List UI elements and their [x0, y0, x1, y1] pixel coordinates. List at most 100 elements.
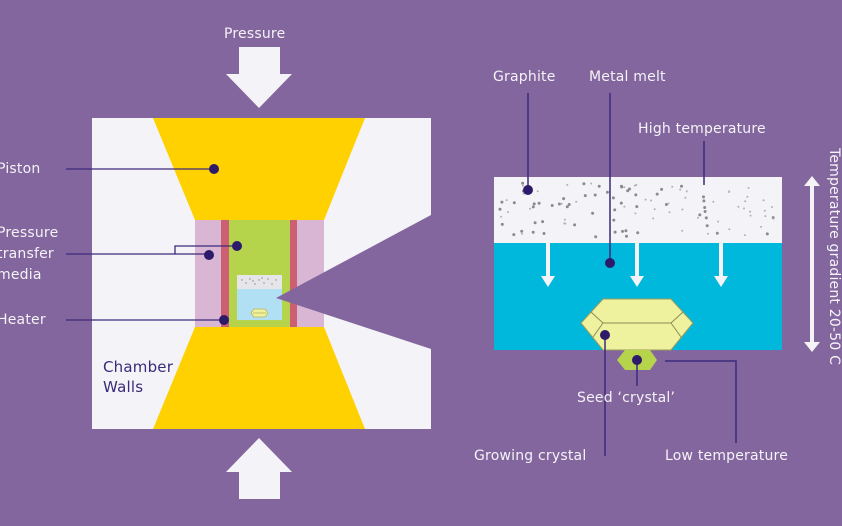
graphite-particle [746, 195, 749, 198]
graphite-particle [612, 218, 616, 222]
piston-dot [209, 164, 219, 174]
high-temperature-label: High temperature [638, 121, 766, 137]
graphite-particle [575, 200, 578, 203]
graphite-particle [684, 196, 687, 199]
zoom-wedge [276, 215, 431, 349]
graphite-particle [621, 229, 624, 233]
graphite-particle [626, 189, 630, 193]
graphite-particle [537, 201, 541, 205]
graphite-particle [507, 211, 509, 214]
graphite-particle [747, 186, 750, 189]
pressure-label: Pressure [224, 26, 286, 42]
graphite-particle [650, 199, 652, 202]
graphite-particle [728, 228, 731, 231]
graphite-particle [717, 220, 720, 223]
growing-crystal-dot [600, 330, 610, 340]
graphite-particle [762, 199, 765, 202]
graphite-particle [550, 204, 554, 207]
graphite-particle [557, 202, 561, 206]
chamber-walls-label-line1: Chamber [103, 358, 174, 376]
graphite-particle [698, 213, 702, 217]
graphite-particle [764, 215, 767, 218]
graphite-particle [521, 184, 524, 187]
graphite-particle [655, 192, 659, 196]
graphite-particle [505, 199, 508, 202]
graphite-particle [573, 223, 577, 227]
graphite-particle [743, 207, 745, 210]
graphite-particle [644, 198, 647, 201]
media-dot-core [232, 241, 242, 251]
graphite-particle [623, 205, 626, 208]
graphite-particle [500, 215, 502, 218]
heater-label: Heater [0, 312, 46, 328]
graphite-particle [521, 232, 523, 235]
graphite-particle [611, 196, 615, 200]
piston-label: Piston [0, 161, 41, 177]
metal-melt-label: Metal melt [589, 69, 666, 85]
graphite-particle [667, 202, 670, 205]
graphite-particle [702, 199, 706, 203]
graphite-particle [760, 225, 763, 228]
graphite-particle [633, 184, 636, 187]
graphite-particle [715, 231, 719, 235]
double-arrow-vertical-icon [804, 176, 820, 352]
graphite-particle [653, 208, 656, 211]
graphite-particle [664, 203, 668, 206]
graphite-particle [531, 230, 535, 234]
graphite-particle [635, 205, 639, 209]
graphite-particle [744, 200, 747, 203]
graphite-particle [660, 187, 664, 191]
graphite-particle [749, 214, 752, 217]
media-leader [66, 245, 237, 255]
graphite-particle [702, 195, 705, 199]
graphite-particle [529, 207, 532, 210]
graphite-particle [707, 232, 710, 235]
capsule-graphite-dots [241, 277, 277, 285]
graphite-particle [560, 202, 563, 205]
arrow-down-icon [226, 47, 292, 108]
capsule-graphite [237, 275, 282, 289]
graphite-particle [680, 184, 683, 188]
graphite-particle [567, 203, 571, 206]
heater-left [221, 220, 229, 327]
graphite-particle [703, 206, 707, 209]
graphite-particle [605, 190, 609, 194]
bottom-piston [153, 327, 365, 429]
graphite-particle [625, 234, 628, 238]
graphite-particle [681, 208, 684, 211]
graphite-particle [634, 212, 637, 215]
graphite-particle [703, 210, 707, 213]
growing-crystal-label: Growing crystal [474, 448, 587, 464]
graphite-particle [728, 191, 731, 193]
arrow-down-icon [714, 243, 728, 287]
arrow-down-icon [541, 243, 555, 287]
graphite-particle [743, 234, 746, 237]
graphite-particle [737, 205, 740, 208]
graphite-particle [652, 217, 655, 220]
growth-cell-diagram [494, 93, 820, 456]
graphite-particle [765, 232, 769, 236]
top-piston [153, 118, 365, 220]
graphite-particle [566, 183, 569, 186]
graphite-particle [679, 188, 682, 191]
graphite-particle [531, 205, 535, 209]
graphite-particle [498, 207, 502, 211]
graphite-particle [500, 200, 504, 204]
heater-right [290, 220, 297, 327]
heater-dot [219, 315, 229, 325]
pressure-transfer-media-label-line1: Pressure [0, 225, 59, 241]
graphite-particle [681, 229, 684, 232]
graphite-label: Graphite [493, 69, 556, 85]
graphite-particle [582, 182, 586, 186]
temperature-gradient-label: Temperature gradient 20-50 C [826, 148, 842, 366]
low-temperature-label: Low temperature [665, 448, 789, 464]
graphite-particle [763, 209, 766, 212]
graphite-particle [671, 185, 674, 188]
pressure-transfer-media-label-line2: transfer [0, 246, 54, 262]
graphite-particle [623, 186, 626, 189]
graphite-particle [563, 218, 566, 221]
graphite-particle [668, 211, 671, 214]
graphite-particle [583, 194, 587, 198]
graphite-dot [523, 185, 533, 195]
graphite-particle [712, 200, 715, 203]
